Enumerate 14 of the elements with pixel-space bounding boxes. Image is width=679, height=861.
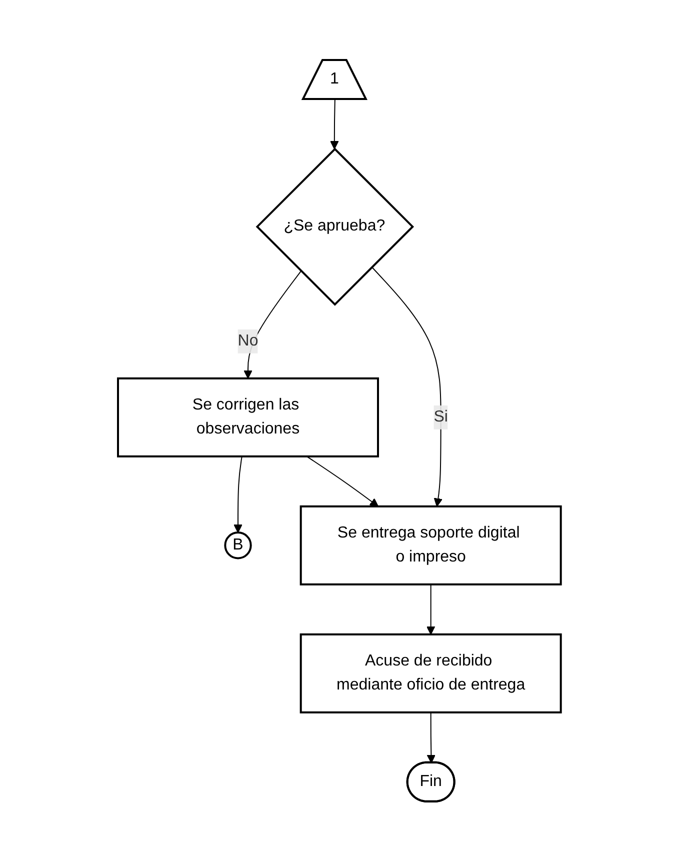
arrow xyxy=(330,98,339,150)
edge-label: No xyxy=(238,332,258,350)
node-diamond: ¿Se aprueba? xyxy=(256,147,414,306)
arrow xyxy=(244,270,302,379)
edge-label: Si xyxy=(434,408,448,426)
node-box: Acuse de recibido mediante oficio de entrega xyxy=(300,633,562,714)
arrow xyxy=(426,712,436,764)
node-circle: B xyxy=(224,531,252,560)
arrow xyxy=(234,456,242,533)
arrow xyxy=(306,456,379,507)
arrow xyxy=(426,584,436,635)
node-box: Se entrega soporte digital o impreso xyxy=(300,505,562,586)
node-box: Se corrigen las observaciones xyxy=(117,377,380,458)
arrow xyxy=(371,266,443,507)
